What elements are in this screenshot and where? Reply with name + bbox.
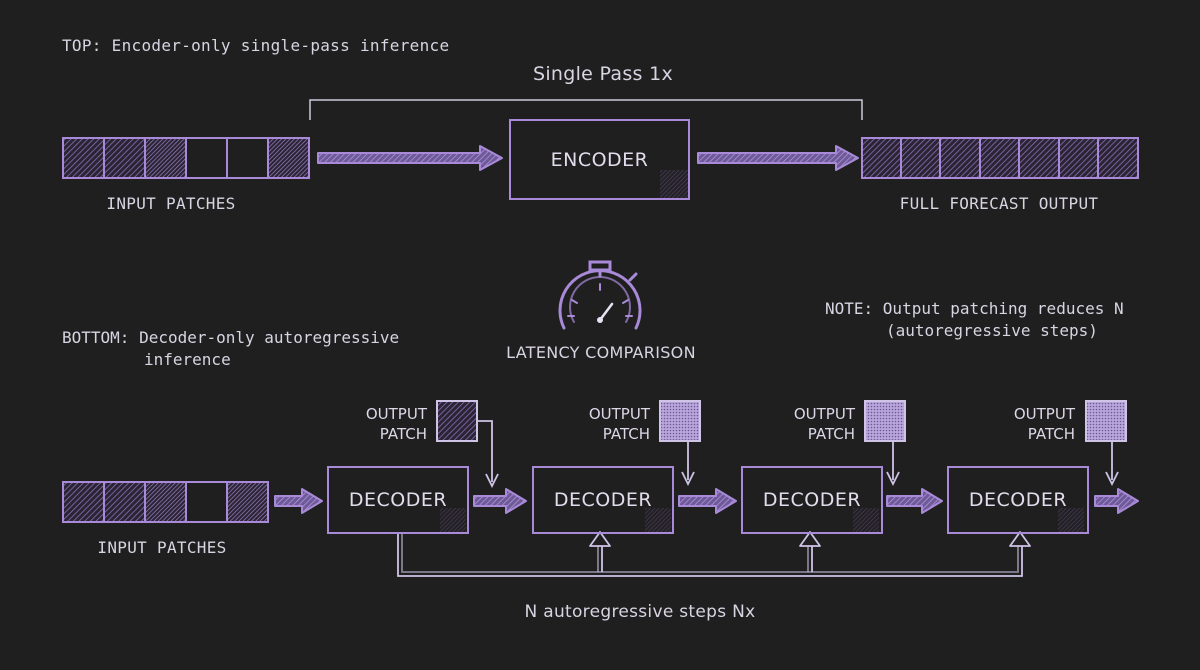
output-patch-label-2: OUTPUT PATCH — [568, 404, 650, 444]
output-patch-label-2-line-1: OUTPUT — [588, 405, 650, 423]
output-patch-square-3 — [864, 400, 906, 442]
output-patch-square-1 — [436, 400, 478, 442]
decoder-box-1: DECODER — [327, 466, 469, 534]
output-patch-label-3-line-1: OUTPUT — [793, 405, 855, 423]
output-patch-label-2-line-2: PATCH — [602, 425, 650, 443]
single-pass-label: Single Pass 1x — [532, 63, 674, 85]
decoder-box-2: DECODER — [532, 466, 674, 534]
output-patch-arrow-1 — [477, 420, 499, 489]
arrow-decoder-3-to-4 — [886, 488, 943, 514]
top-output-label: FULL FORECAST OUTPUT — [899, 194, 1099, 213]
arrow-decoder-4-out — [1094, 488, 1139, 514]
feedback-arrowheads — [589, 531, 1031, 547]
top-output-patches — [861, 137, 1139, 179]
output-patch-label-4-line-2: PATCH — [1027, 425, 1075, 443]
bottom-caption-line-2: inference — [144, 350, 231, 369]
bottom-input-label: INPUT PATCHES — [97, 538, 227, 557]
autoregressive-steps-label: N autoregressive steps Nx — [524, 602, 756, 622]
output-patch-square-4 — [1085, 400, 1127, 442]
bottom-input-patches — [62, 481, 269, 523]
bottom-caption: BOTTOM: Decoder-only autoregressive infe… — [62, 327, 399, 371]
arrow-input-to-encoder — [317, 145, 503, 171]
top-input-label: INPUT PATCHES — [106, 194, 236, 213]
top-caption: TOP: Encoder-only single-pass inference — [62, 36, 450, 55]
output-patch-arrow-4 — [1105, 441, 1119, 487]
output-patch-square-2 — [659, 400, 701, 442]
latency-comparison-label: LATENCY COMPARISON — [506, 343, 696, 362]
output-patch-arrow-3 — [886, 441, 900, 487]
output-patch-label-4-line-1: OUTPUT — [1013, 405, 1075, 423]
output-patch-label-4: OUTPUT PATCH — [993, 404, 1075, 444]
output-patch-label-3: OUTPUT PATCH — [773, 404, 855, 444]
arrow-encoder-to-output — [697, 145, 859, 171]
stopwatch-icon — [558, 260, 642, 330]
arrow-decoder-2-to-3 — [678, 488, 737, 514]
output-patch-label-1-line-2: PATCH — [379, 425, 427, 443]
encoder-box: ENCODER — [509, 119, 690, 200]
output-patch-label-1-line-1: OUTPUT — [365, 405, 427, 423]
output-patch-label-3-line-2: PATCH — [807, 425, 855, 443]
note: NOTE: Output patching reduces N (autoreg… — [825, 298, 1124, 342]
note-line-1: NOTE: Output patching reduces N — [825, 299, 1124, 318]
top-input-patches — [62, 137, 310, 179]
arrow-decoder-1-to-2 — [473, 488, 527, 514]
decoder-box-4: DECODER — [947, 466, 1089, 534]
single-pass-bracket — [309, 99, 863, 120]
decoder-box-3: DECODER — [741, 466, 883, 534]
output-patch-arrow-2 — [681, 441, 695, 487]
output-patch-label-1: OUTPUT PATCH — [345, 404, 427, 444]
arrow-input-to-decoder-1 — [274, 488, 323, 514]
note-line-2: (autoregressive steps) — [886, 321, 1098, 340]
bottom-caption-line-1: BOTTOM: Decoder-only autoregressive — [62, 328, 400, 347]
feedback-loop — [397, 534, 1023, 577]
